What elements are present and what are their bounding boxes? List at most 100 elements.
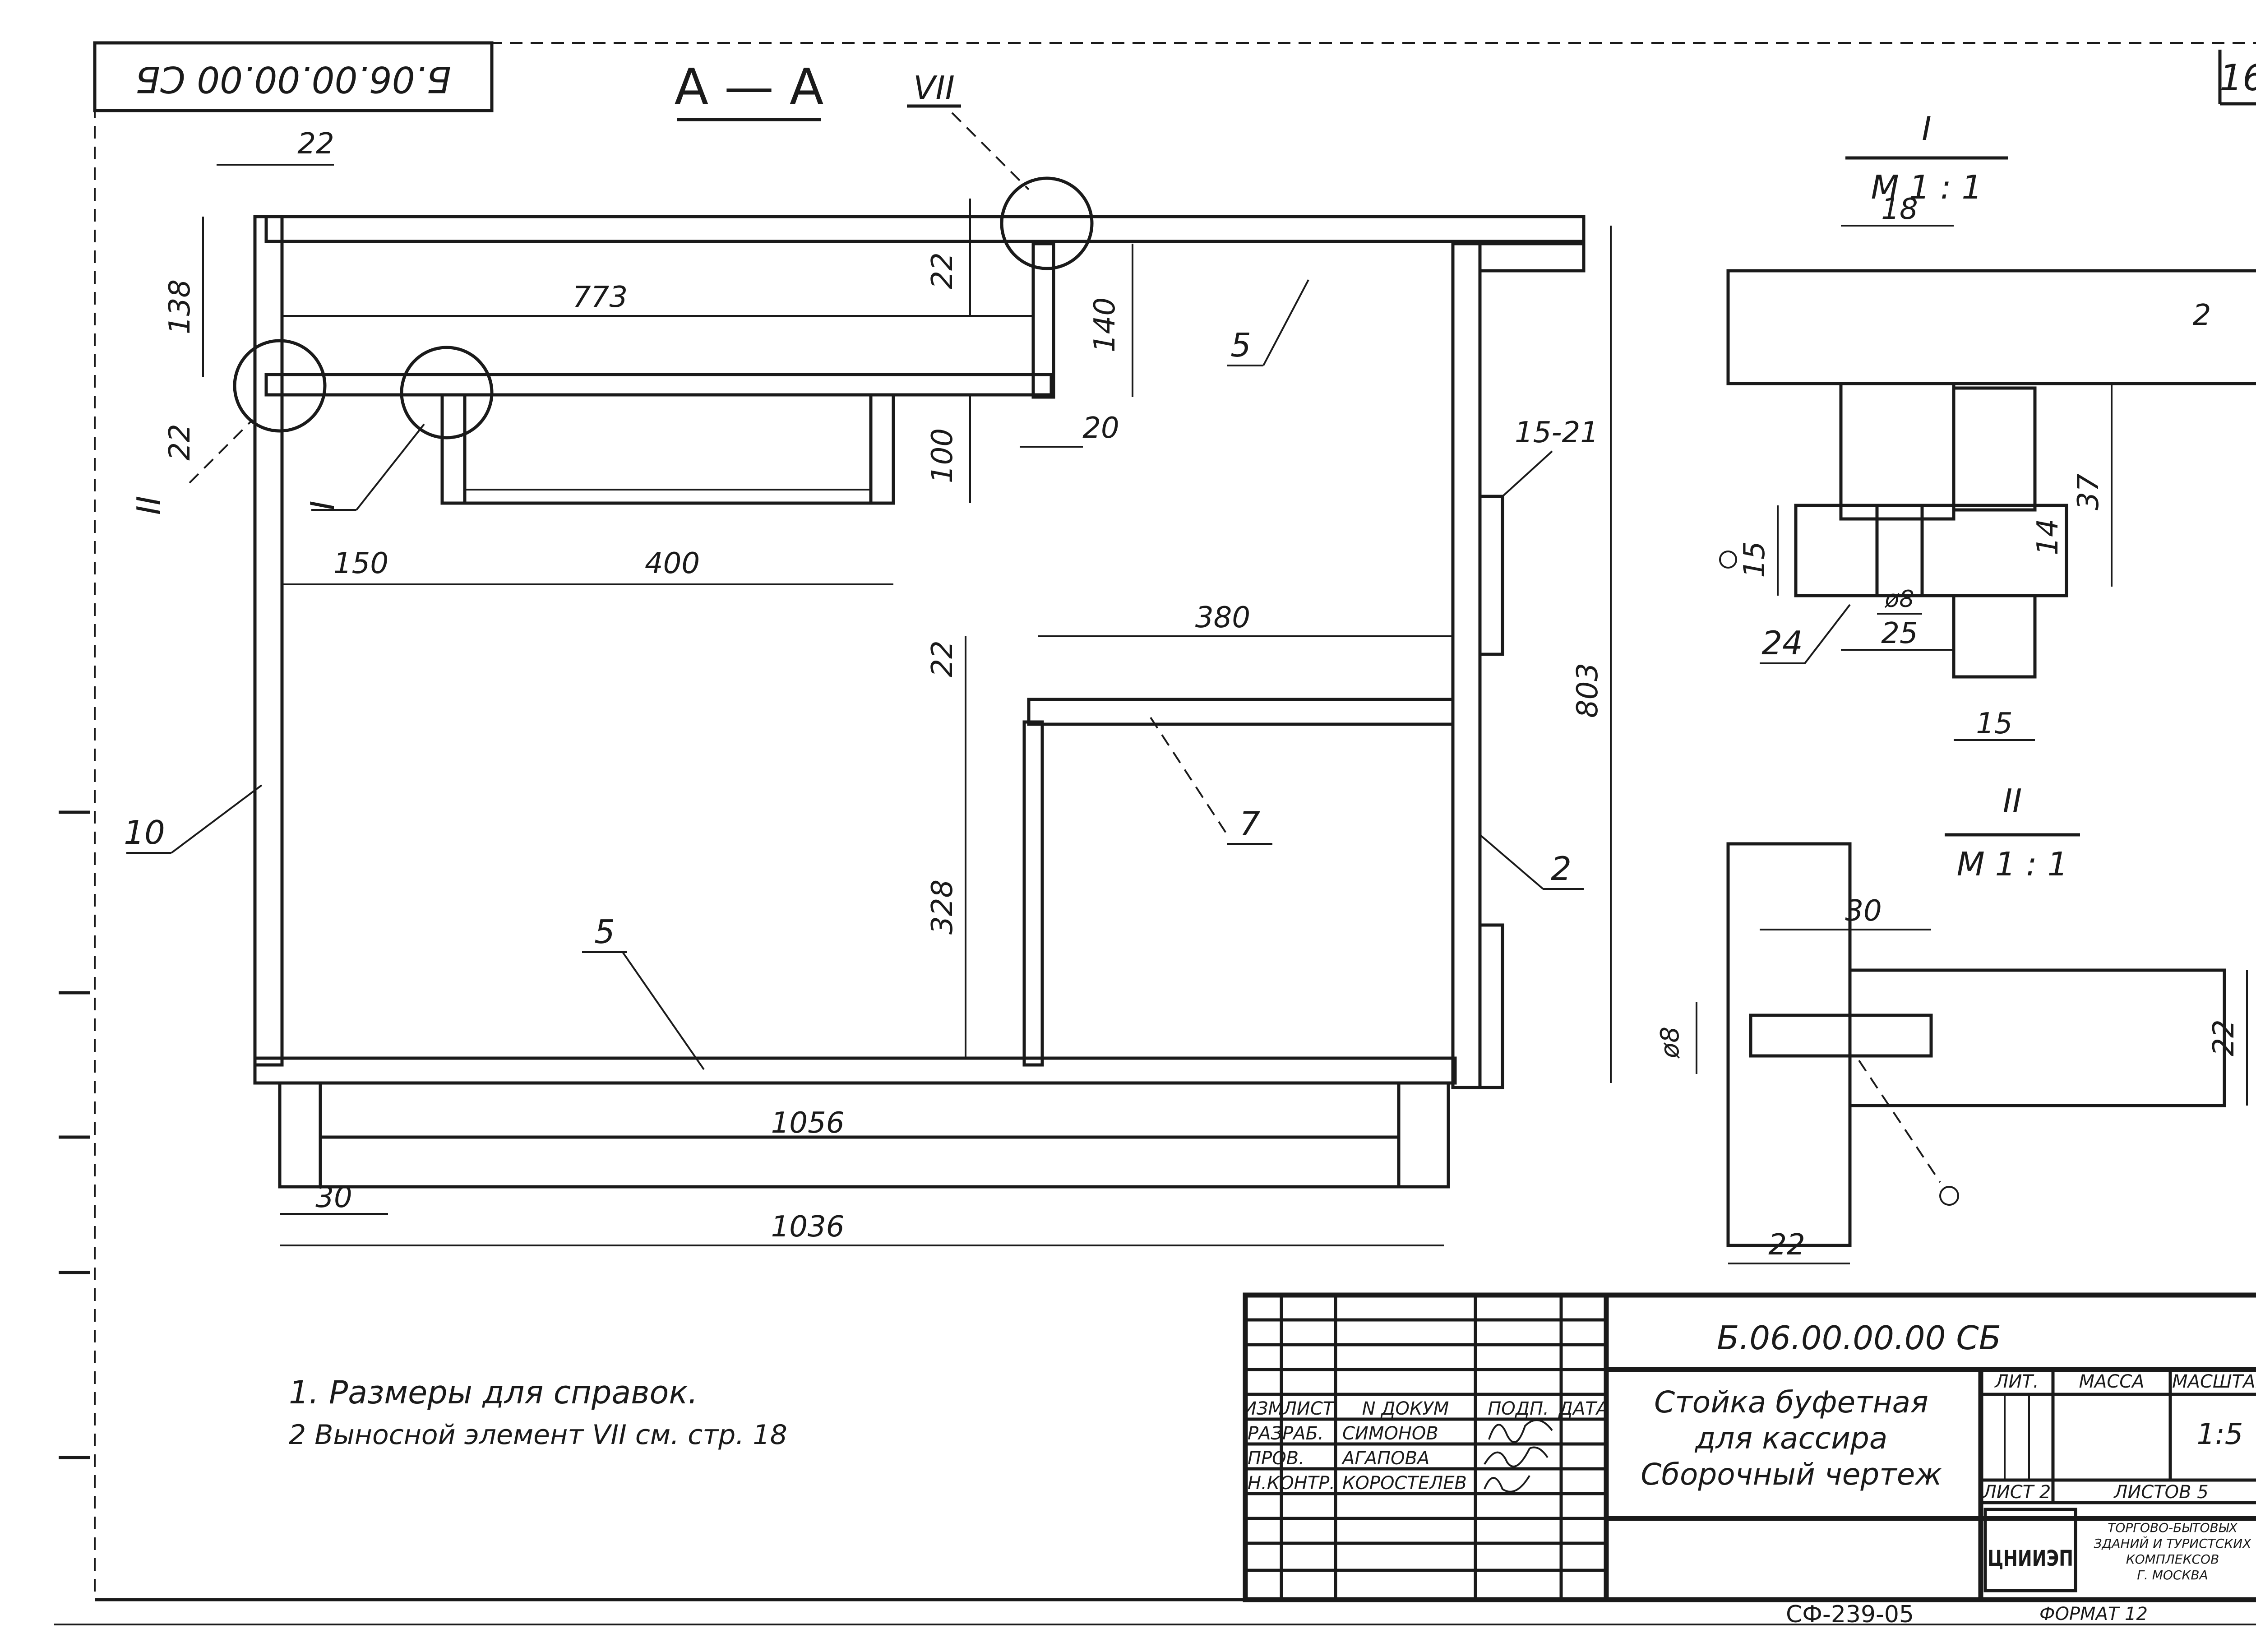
- detail-i-callout-24: 24: [1761, 624, 1803, 662]
- tb-name-1: АГАПОВА: [1341, 1448, 1429, 1469]
- tb-org-line2: ЗДАНИЙ И ТУРИСТСКИХ: [2094, 1536, 2252, 1551]
- tb-name-line1: Стойка буфетная: [1654, 1385, 1928, 1420]
- detail-i-dim-25: 25: [1881, 617, 1918, 650]
- dim-15-21: 15-21: [1515, 416, 1599, 449]
- footer-format: ФОРМАТ 12: [2039, 1604, 2148, 1624]
- notes: 1. Размеры для справок. 2 Выносной элеме…: [289, 1374, 787, 1451]
- bottom-panel-5: [253, 1056, 1457, 1085]
- tb-header-izm: ИЗМ: [1243, 1398, 1284, 1419]
- footer-code: СФ-239-05: [1786, 1601, 1914, 1628]
- callout-5-top: 5: [1230, 326, 1251, 364]
- dim-22-b: 22: [163, 424, 197, 460]
- main-dimensions: 22 138 773 22 140 22 100 20 15-21 150 40…: [163, 127, 1612, 1246]
- detail-ii-view: II М 1 : 1 30 ø8 22 22: [1655, 782, 2248, 1264]
- dim-100: 100: [926, 428, 959, 483]
- tb-role-2: Н.КОНТР.: [1248, 1473, 1335, 1494]
- detail-ii-dim-30: 30: [1845, 894, 1882, 928]
- tb-name-line3: Сборочный чертеж: [1641, 1457, 1942, 1492]
- tb-role-0: РАЗРАБ.: [1248, 1423, 1324, 1444]
- dim-22-c: 22: [926, 640, 959, 677]
- plinth-right: [1397, 1081, 1450, 1189]
- tb-header-date: ДАТА: [1558, 1398, 1609, 1419]
- dim-803: 803: [1571, 663, 1604, 718]
- dim-22-top: 22: [297, 127, 334, 161]
- left-wall-10: [253, 215, 284, 1067]
- detail-circle-i: [400, 346, 494, 440]
- tb-sheets-label: ЛИСТОВ 5: [2113, 1482, 2208, 1503]
- tb-scale-label: МАСШТАБ: [2172, 1371, 2256, 1392]
- sheet-number: 16: [2219, 57, 2256, 99]
- detail-i-title: I: [1922, 110, 1931, 148]
- detail-ii-dim-22-bottom: 22: [1768, 1228, 1805, 1262]
- callout-2: 2: [1551, 850, 1572, 888]
- callout-5-bottom: 5: [594, 913, 615, 951]
- top-code-stamp: Б.06.00.00.00 СБ: [93, 41, 494, 112]
- tb-sheet-label: ЛИСТ 2: [1982, 1482, 2051, 1503]
- note-2: 2 Выносной элемент VII см. стр. 18: [289, 1419, 787, 1451]
- dim-1036: 1036: [771, 1210, 845, 1244]
- signature-0: [1488, 1419, 1553, 1443]
- top-panel: [264, 215, 1586, 243]
- detail-i-dim-15-bottom: 15: [1976, 707, 2012, 740]
- detail-i-dim-18: 18: [1881, 193, 1918, 226]
- detail-ii-title: II: [2003, 782, 2022, 820]
- detail-ii-dim-8: ø8: [1655, 1027, 1685, 1059]
- detail-ii-dim-22-right: 22: [2207, 1019, 2241, 1056]
- tb-org-line1: ТОРГОВО-БЫТОВЫХ: [2108, 1520, 2238, 1535]
- right-wall-2: [1451, 242, 1482, 1089]
- tb-org-logo: ЦНИИЭП: [1988, 1546, 2073, 1571]
- dim-30: 30: [315, 1181, 352, 1214]
- plinth-left: [278, 1081, 322, 1189]
- middle-shelf-7: [1027, 698, 1455, 726]
- detail-i-dim-8: ø8: [1885, 586, 1914, 613]
- signature-2: [1484, 1475, 1530, 1493]
- tb-org-line4: Г. МОСКВА: [2137, 1568, 2208, 1583]
- detail-i-scale: М 1 : 1: [1871, 168, 1983, 206]
- dim-20: 20: [1082, 412, 1119, 445]
- dim-1056: 1056: [771, 1106, 845, 1140]
- note-1: 1. Размеры для справок.: [289, 1374, 698, 1411]
- detail-ii-wall: [1726, 842, 1852, 1247]
- main-callouts: 5 2 7 5 10 II I: [124, 279, 1584, 1070]
- tb-name-2: КОРОСТЕЛЕВ: [1342, 1473, 1467, 1494]
- detail-i-view: I М 1 : 1 18 2 37 14 15 ø8 25 24 15: [1719, 110, 2256, 741]
- callout-10: 10: [124, 814, 165, 851]
- tb-name-line2: для кассира: [1695, 1421, 1888, 1456]
- partition: [1022, 720, 1044, 1067]
- callout-ii: II: [130, 496, 168, 515]
- detail-i-top-board: [1726, 269, 2256, 385]
- dim-140: 140: [1088, 297, 1122, 352]
- title-block: ИЗМ ЛИСТ N ДОКУМ ПОДП. ДАТА РАЗРАБ. СИМО…: [1243, 1292, 2256, 1602]
- dim-138: 138: [163, 279, 197, 334]
- detail-ii-dowel: [1749, 1013, 1933, 1058]
- tb-scale-value: 1:5: [2197, 1418, 2243, 1451]
- tb-header-sign: ПОДП.: [1488, 1398, 1549, 1419]
- tb-lit-label: ЛИТ.: [1994, 1371, 2039, 1392]
- dim-400: 400: [645, 547, 700, 580]
- detail-i-dim-2: 2: [2193, 299, 2211, 332]
- callout-7: 7: [1239, 805, 1260, 842]
- dim-328: 328: [926, 879, 959, 935]
- tb-designation: Б.06.00.00.00 СБ: [1717, 1319, 2001, 1357]
- top-code: Б.06.00.00.00 СБ: [135, 58, 451, 100]
- tb-header-doc: N ДОКУМ: [1362, 1398, 1449, 1419]
- tb-header-list: ЛИСТ: [1282, 1398, 1336, 1419]
- section-title: А — А: [675, 58, 823, 116]
- callout-i: I: [304, 500, 342, 510]
- detail-i-dim-14: 14: [2031, 518, 2065, 555]
- dim-150: 150: [333, 547, 388, 580]
- dim-22-a: 22: [926, 252, 959, 289]
- dim-380: 380: [1195, 601, 1250, 634]
- detail-ii-scale: М 1 : 1: [1957, 845, 2068, 883]
- detail-circle-ii: [233, 339, 327, 433]
- tb-role-1: ПРОВ.: [1248, 1448, 1304, 1469]
- detail-i-dim-37: 37: [2072, 473, 2105, 510]
- main-assembly-view: [233, 176, 1586, 1189]
- tb-org-line3: КОМПЛЕКСОВ: [2126, 1552, 2219, 1567]
- detail-circle-vii: [1000, 176, 1094, 270]
- detail-i-dim-15-left: 15: [1738, 541, 1771, 578]
- tb-name-0: СИМОНОВ: [1342, 1423, 1438, 1444]
- view-vii-label: VII: [913, 69, 955, 107]
- drawer: [440, 393, 895, 505]
